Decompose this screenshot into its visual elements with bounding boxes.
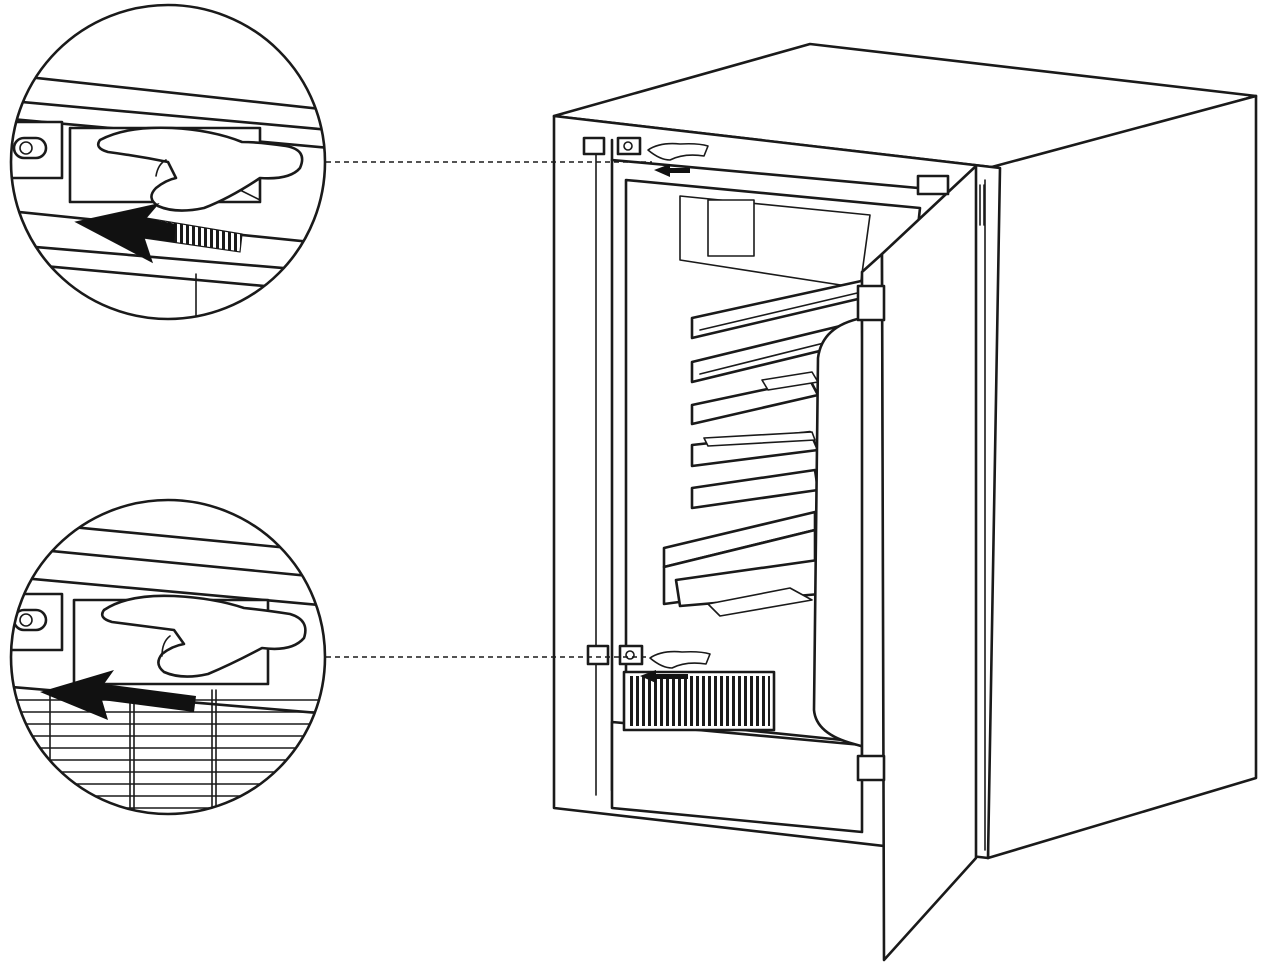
crisper-drawer <box>662 510 822 617</box>
arrow-left-solid-icon <box>40 670 196 720</box>
door-inner-gasket <box>812 316 870 750</box>
cabinet-plinth <box>610 720 864 834</box>
shelf-4 <box>690 430 820 468</box>
lower-detail-circle-border <box>9 498 327 816</box>
refrigerator-door <box>812 164 985 962</box>
lower-hinge-detail <box>9 498 327 816</box>
upper-hinge-detail <box>9 3 327 321</box>
hand-icon <box>96 126 304 212</box>
hand-icon <box>100 594 307 678</box>
cabinet-top-rail <box>610 158 942 192</box>
door-edge <box>860 252 886 780</box>
upper-detail-circle-border <box>9 3 327 321</box>
door-front-panel <box>880 164 978 962</box>
vent-grille <box>622 670 776 732</box>
lower-hinge <box>586 644 711 683</box>
upper-hinge <box>582 136 709 177</box>
cabinet-right-side <box>986 94 1258 860</box>
light-housing <box>707 199 755 257</box>
